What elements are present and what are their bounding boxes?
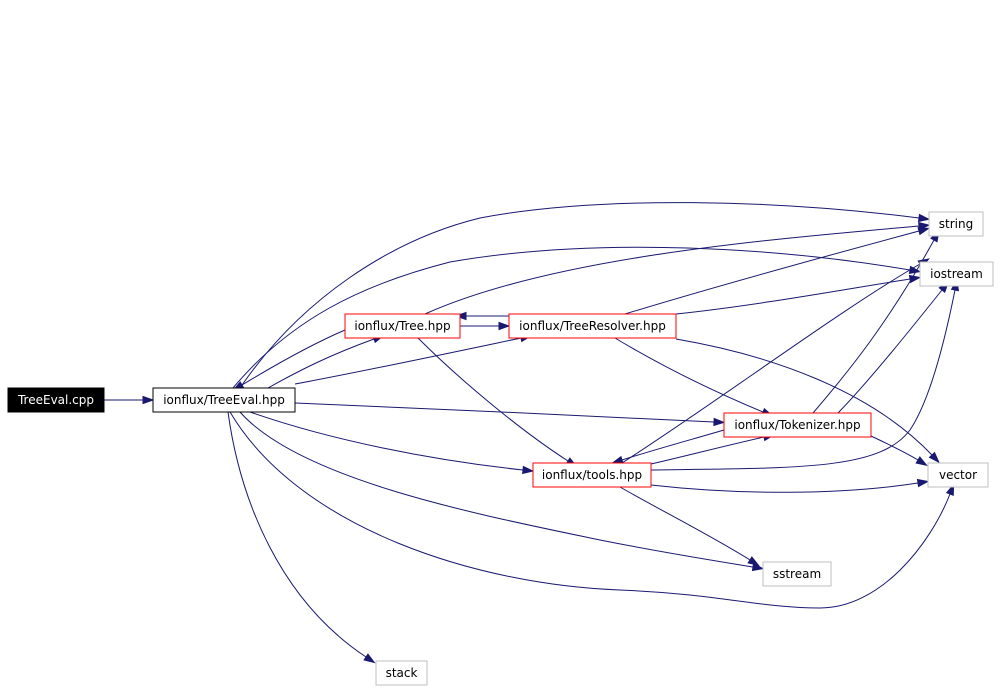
- nodes-layer: TreeEval.cpp ionflux/TreeEval.hpp ionflux/…: [7, 211, 994, 686]
- edge-line: [267, 338, 375, 389]
- node-label: ionflux/TreeResolver.hpp: [519, 319, 666, 333]
- edge-line: [621, 429, 725, 461]
- node-label: ionflux/TreeEval.hpp: [163, 393, 285, 407]
- node-treeeval-cpp[interactable]: TreeEval.cpp: [7, 387, 105, 413]
- edge-line: [232, 246, 911, 389]
- arrowhead: [611, 455, 624, 464]
- edge-treeeval_hpp-to-sstream: [239, 411, 765, 572]
- arrowhead: [917, 227, 931, 236]
- arrowhead: [363, 653, 376, 664]
- edge-line: [870, 435, 919, 461]
- node-box: [7, 387, 105, 413]
- edge-line: [424, 225, 920, 315]
- arrowhead: [928, 451, 940, 464]
- edge-line: [239, 411, 754, 568]
- edge-line: [229, 411, 951, 609]
- node-label: ionflux/Tree.hpp: [354, 319, 450, 333]
- edge-treeeval_hpp-to-tools_hpp: [249, 411, 535, 475]
- edge-line: [294, 402, 715, 423]
- edge-line: [650, 482, 919, 493]
- edge-line: [614, 337, 764, 413]
- node-label: TreeEval.cpp: [17, 393, 94, 407]
- arrowhead: [917, 213, 931, 223]
- node-box: [919, 261, 994, 287]
- node-box: [344, 313, 461, 339]
- edge-treeeval_hpp-to-tokenizer_hpp: [294, 402, 726, 427]
- edge-tree_hpp-to-treeresolver_hpp: [460, 321, 511, 331]
- edge-line: [249, 411, 524, 471]
- arrowhead: [751, 562, 765, 572]
- node-label: ionflux/tools.hpp: [542, 468, 642, 482]
- edge-line: [650, 436, 765, 465]
- edge-line: [675, 278, 911, 315]
- edge-line: [241, 329, 346, 386]
- arrowhead: [498, 321, 511, 331]
- node-label: string: [939, 217, 973, 231]
- edge-treeeval_cpp-to-treeeval_hpp: [104, 395, 155, 405]
- arrowhead: [142, 395, 155, 405]
- edge-tree_hpp-to-string: [424, 221, 931, 315]
- node-box: [928, 211, 984, 237]
- node-box: [723, 412, 872, 438]
- edge-line: [294, 337, 522, 385]
- edge-tokenizer_hpp-to-iostream: [837, 281, 950, 414]
- edge-tools_hpp-to-vector: [650, 478, 930, 493]
- arrowhead: [916, 478, 930, 488]
- node-label: iostream: [930, 267, 983, 281]
- edge-line: [621, 263, 921, 464]
- node-label: ionflux/Tokenizer.hpp: [734, 418, 860, 432]
- node-label: stack: [386, 666, 418, 680]
- node-box: [375, 660, 428, 686]
- node-tools-hpp[interactable]: ionflux/tools.hpp: [532, 462, 652, 488]
- arrowhead: [713, 417, 726, 427]
- edge-tools_hpp-to-tokenizer_hpp: [650, 433, 776, 465]
- edge-treeeval_hpp-to-string: [239, 202, 931, 389]
- edge-line: [812, 239, 935, 414]
- edge-line: [837, 289, 943, 414]
- edge-tree_hpp-to-tools_hpp: [417, 337, 578, 468]
- edge-line: [417, 337, 569, 462]
- node-vector[interactable]: vector: [927, 462, 989, 488]
- edge-treeresolver_hpp-to-vector: [675, 338, 940, 464]
- edge-treeeval_hpp-to-tree_hpp: [267, 335, 385, 389]
- node-box: [532, 462, 652, 488]
- edge-treeeval_hpp-to-stack: [227, 411, 376, 664]
- edge-treeeval_hpp-to-vector: [229, 411, 955, 609]
- arrowhead: [454, 311, 467, 321]
- node-treeeval-hpp[interactable]: ionflux/TreeEval.hpp: [152, 387, 296, 413]
- edge-line: [624, 230, 920, 315]
- node-sstream[interactable]: sstream: [762, 561, 832, 587]
- edge-line: [227, 411, 367, 658]
- node-tokenizer-hpp[interactable]: ionflux/Tokenizer.hpp: [723, 412, 872, 438]
- edge-tools_hpp-to-iostream: [650, 278, 960, 471]
- edge-treeresolver_hpp-to-tree_hpp: [454, 311, 509, 321]
- arrowhead: [915, 456, 928, 467]
- edge-line: [239, 202, 920, 389]
- edge-tree_hpp-to-treeeval_hpp: [232, 329, 346, 391]
- node-stack[interactable]: stack: [375, 660, 428, 686]
- edge-treeeval_hpp-to-treeresolver_hpp: [294, 333, 533, 385]
- edge-treeresolver_hpp-to-iostream: [675, 274, 922, 315]
- edge-treeresolver_hpp-to-string: [624, 227, 931, 315]
- node-label: sstream: [773, 567, 821, 581]
- arrowhead: [747, 556, 760, 567]
- edge-line: [650, 289, 956, 471]
- edge-line: [675, 338, 933, 456]
- arrowhead: [522, 465, 535, 475]
- node-box: [762, 561, 832, 587]
- node-string[interactable]: string: [928, 211, 984, 237]
- node-label: vector: [939, 468, 977, 482]
- node-box: [152, 387, 296, 413]
- edge-tools_hpp-to-sstream: [619, 486, 760, 567]
- node-tree-hpp[interactable]: ionflux/Tree.hpp: [344, 313, 461, 339]
- node-box: [927, 462, 989, 488]
- edge-tokenizer_hpp-to-vector: [870, 435, 928, 467]
- node-treeresolver-hpp[interactable]: ionflux/TreeResolver.hpp: [508, 313, 677, 339]
- node-iostream[interactable]: iostream: [919, 261, 994, 287]
- edge-line: [619, 486, 751, 561]
- node-box: [508, 313, 677, 339]
